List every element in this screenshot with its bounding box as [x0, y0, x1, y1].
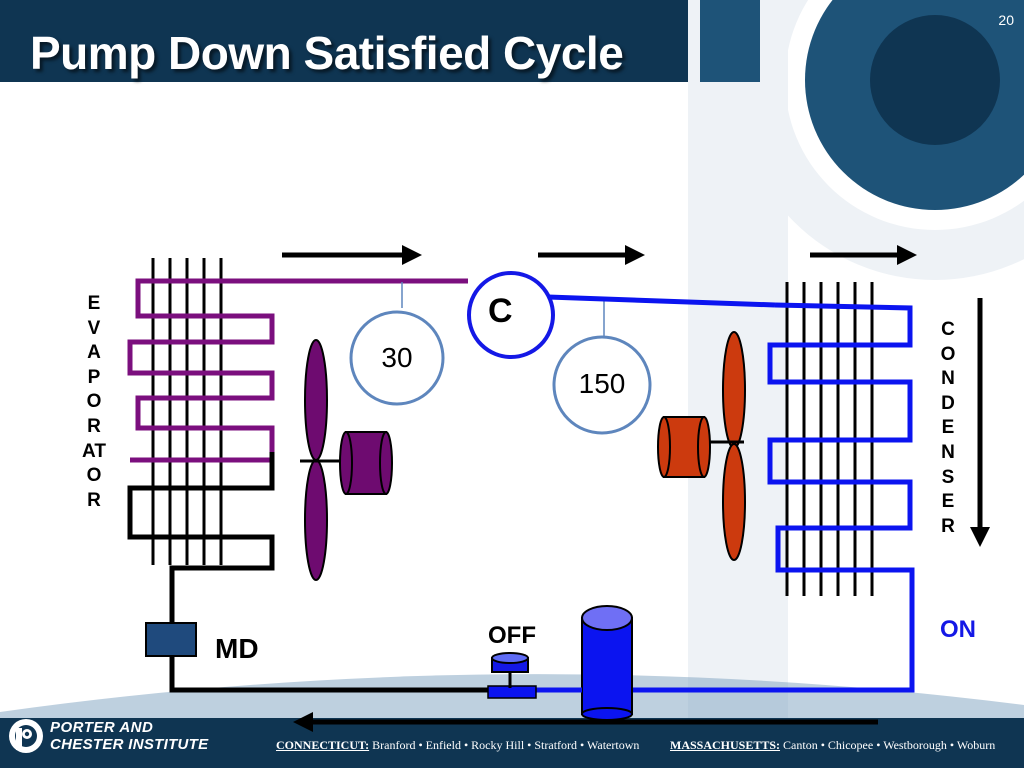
logo-line-2: CHESTER INSTITUTE: [50, 736, 209, 753]
evaporator-coil-black: [127, 452, 275, 625]
connecticut-towns: Branford • Enfield • Rocky Hill • Stratf…: [372, 738, 640, 752]
evaporator-fan: [300, 339, 393, 581]
institute-logo: PORTER AND CHESTER INSTITUTE: [8, 718, 208, 754]
condenser-label: CONDENSER: [940, 319, 956, 537]
condenser-fan: [657, 331, 746, 561]
high-side-gauge: [552, 335, 652, 435]
high-side-gauge-value: 150: [578, 368, 626, 399]
receiver-tank: [581, 605, 633, 721]
condenser-fan-state-label: ON: [940, 616, 976, 643]
logo-text: PORTER AND CHESTER INSTITUTE: [50, 719, 208, 753]
footer-massachusetts: MASSACHUSETTS: Canton • Chicopee • Westb…: [670, 738, 995, 753]
metering-device-label: MD: [215, 633, 259, 664]
flow-arrows: [282, 245, 990, 732]
low-side-gauge-value: 30: [381, 342, 413, 373]
slide-title: Pump Down Satisfied Cycle: [30, 27, 624, 79]
pc-logo-icon: [9, 719, 43, 753]
connecticut-state: CONNECTICUT:: [276, 738, 370, 752]
compressor: [467, 271, 555, 359]
discharge-line: [547, 294, 776, 308]
liquid-line: [169, 656, 492, 693]
compressor-label: C: [488, 292, 513, 330]
condenser-coil: [628, 302, 915, 693]
footer-connecticut: CONNECTICUT: Branford • Enfield • Rocky …: [276, 738, 639, 753]
metering-device: [145, 622, 197, 657]
low-side-gauge: [349, 310, 445, 406]
evaporator-label: EVAPORATOR: [82, 293, 106, 511]
evaporator-coil-purple: [127, 278, 468, 463]
logo-line-1: PORTER AND: [50, 719, 154, 736]
valve-state-label: OFF: [488, 622, 536, 649]
solenoid-valve: [487, 652, 537, 699]
page-number: 20: [998, 12, 1014, 28]
massachusetts-towns: Canton • Chicopee • Westborough • Woburn: [783, 738, 996, 752]
massachusetts-state: MASSACHUSETTS:: [670, 738, 781, 752]
footer-band: [0, 718, 1024, 768]
evaporator-fins: [151, 258, 223, 565]
